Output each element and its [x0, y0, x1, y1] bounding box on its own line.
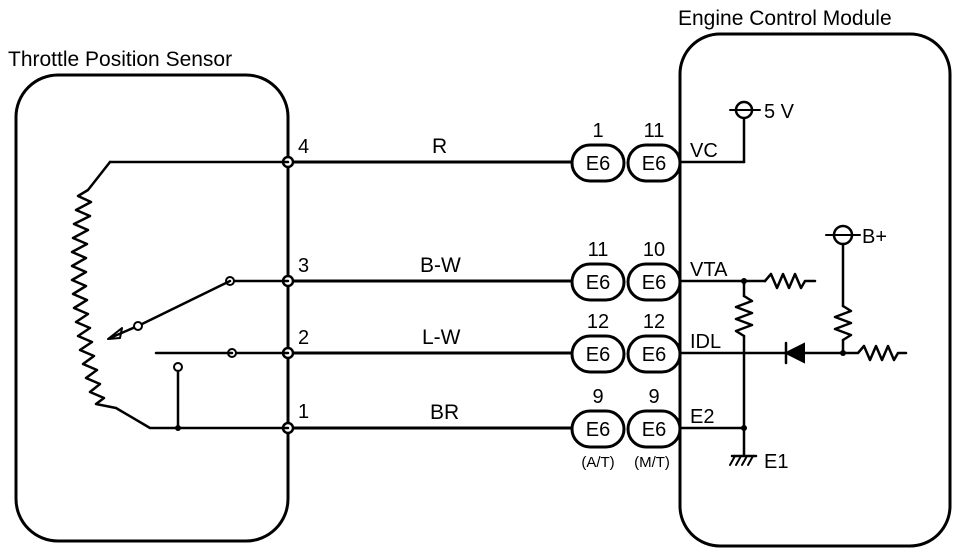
- connector-label: E6: [586, 153, 610, 175]
- signal-vc: VC: [690, 140, 718, 162]
- wire-color-r: R: [432, 135, 447, 158]
- connector-pin-b-e2: 9: [648, 386, 659, 408]
- connector-pair-vc: [570, 143, 682, 183]
- signal-idl: IDL: [690, 331, 721, 353]
- supply-battery-label: B+: [862, 226, 887, 248]
- connector-label: E6: [586, 419, 610, 441]
- connector-pin-a-idl: 12: [587, 311, 609, 333]
- ground-icon: [729, 454, 758, 466]
- ecm-title: Engine Control Module: [678, 7, 892, 30]
- wire-color-b-w: B-W: [420, 254, 461, 277]
- connector-pair-idl: [570, 334, 682, 374]
- connector-label: E6: [586, 344, 610, 366]
- sensor-box: [14, 73, 290, 543]
- sensor-potentiometer: [70, 160, 290, 431]
- sensor-pin-1: 1: [298, 401, 309, 423]
- connector-label: E6: [642, 153, 666, 175]
- diode-icon: [783, 342, 805, 364]
- connector-label: E6: [642, 419, 666, 441]
- ground-e1-label: E1: [764, 451, 788, 473]
- connector-pair-vta: [570, 262, 682, 302]
- variant-at-label: (A/T): [581, 454, 614, 471]
- connector-pin-a-vc: 1: [592, 120, 603, 142]
- variant-mt-label: (M/T): [634, 454, 670, 471]
- connector-label: E6: [642, 344, 666, 366]
- sensor-pin-3: 3: [298, 255, 309, 277]
- connector-pin-a-vta: 11: [588, 239, 609, 261]
- ecm-box: [678, 32, 952, 548]
- signal-vta: VTA: [690, 259, 728, 281]
- sensor-pin-4: 4: [298, 136, 309, 158]
- sensor-pin-2: 2: [298, 327, 309, 349]
- signal-e2: E2: [690, 406, 714, 428]
- wire-color-l-w: L-W: [422, 326, 461, 349]
- sensor-title: Throttle Position Sensor: [8, 48, 232, 71]
- connector-label: E6: [586, 272, 610, 294]
- connector-pin-b-vc: 11: [644, 120, 665, 142]
- connector-pin-b-vta: 10: [643, 239, 665, 261]
- connector-pin-a-e2: 9: [592, 386, 603, 408]
- supply-5v-label: 5 V: [764, 101, 795, 123]
- connector-pin-b-idl: 12: [643, 311, 665, 333]
- connector-pair-e2: [570, 409, 682, 449]
- ecm-internal-circuit: [678, 100, 908, 466]
- connector-label: E6: [642, 272, 666, 294]
- wire-color-br: BR: [430, 401, 459, 424]
